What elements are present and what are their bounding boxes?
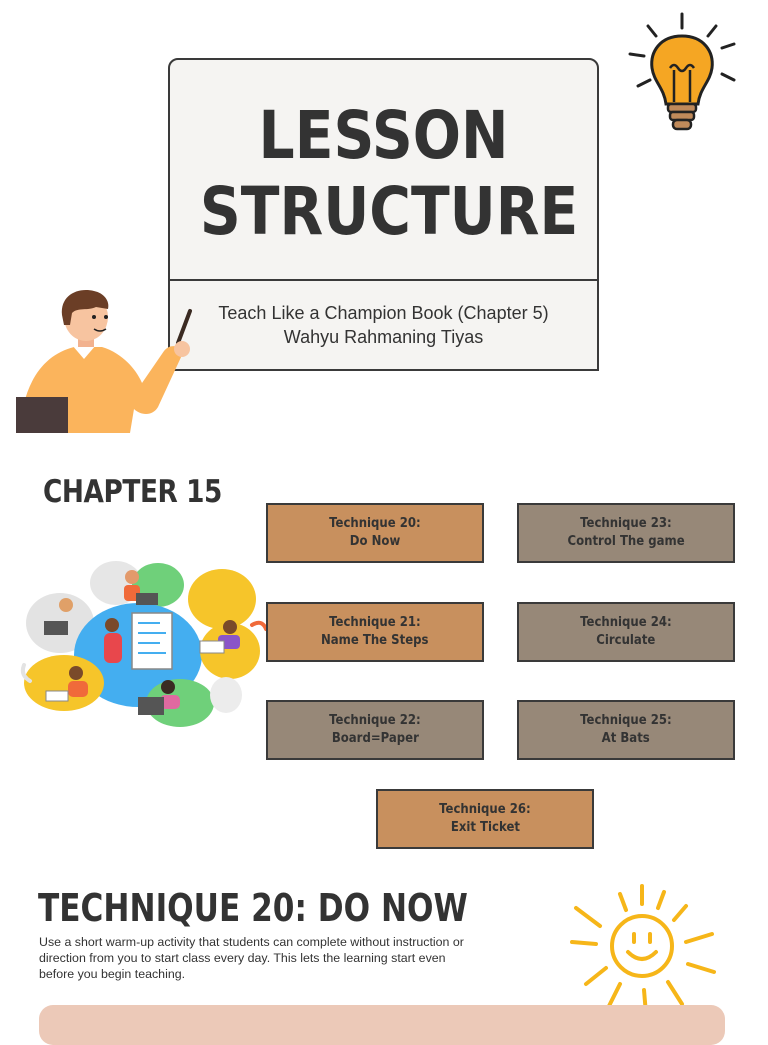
technique-24-name: Circulate <box>596 633 656 648</box>
title-line-1: LESSON <box>258 97 509 174</box>
technique-20-number: Technique 20: <box>329 516 421 531</box>
subtitle-book: Teach Like a Champion Book (Chapter 5) <box>218 303 549 323</box>
technique-20-box[interactable]: Technique 20: Do Now <box>266 503 484 563</box>
technique-26-name: Exit Ticket <box>450 820 520 835</box>
content-panel <box>39 1005 725 1045</box>
technique-23-name: Control The game <box>567 534 685 549</box>
technique-23-box[interactable]: Technique 23: Control The game <box>517 503 735 563</box>
lightbulb-icon <box>628 12 736 131</box>
technique-26-box[interactable]: Technique 26: Exit Ticket <box>376 789 594 849</box>
sun-icon <box>570 884 716 1016</box>
page-title: LESSON STRUCTURE <box>199 97 579 250</box>
technique-23-number: Technique 23: <box>580 516 672 531</box>
technique-21-box[interactable]: Technique 21: Name The Steps <box>266 602 484 662</box>
technique-21-number: Technique 21: <box>329 615 421 630</box>
technique-22-name: Board=Paper <box>331 731 419 746</box>
technique-26-number: Technique 26: <box>439 802 531 817</box>
subtitle: Teach Like a Champion Book (Chapter 5) W… <box>170 301 597 349</box>
technique-21-name: Name The Steps <box>321 633 429 648</box>
teacher-illustration <box>16 290 192 433</box>
technique-25-number: Technique 25: <box>580 713 672 728</box>
subtitle-author: Wahyu Rahmaning Tiyas <box>283 327 484 347</box>
title-card: LESSON STRUCTURE Teach Like a Champion B… <box>168 58 599 371</box>
students-illustration <box>20 561 266 727</box>
technique-22-number: Technique 22: <box>329 713 421 728</box>
technique-20-name: Do Now <box>349 534 401 549</box>
technique-22-box[interactable]: Technique 22: Board=Paper <box>266 700 484 760</box>
technique-25-box[interactable]: Technique 25: At Bats <box>517 700 735 760</box>
technique-24-number: Technique 24: <box>580 615 672 630</box>
section-heading: TECHNIQUE 20: DO NOW <box>38 886 468 930</box>
title-divider <box>170 279 597 281</box>
technique-25-name: At Bats <box>601 731 651 746</box>
technique-24-box[interactable]: Technique 24: Circulate <box>517 602 735 662</box>
title-line-2: STRUCTURE <box>199 173 579 250</box>
section-body: Use a short warm-up activity that studen… <box>39 935 464 981</box>
chapter-heading: CHAPTER 15 <box>43 474 222 510</box>
